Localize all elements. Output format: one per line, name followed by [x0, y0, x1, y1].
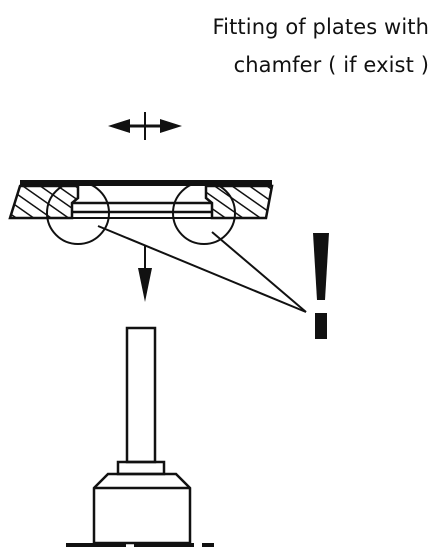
horizontal-double-arrow-icon — [108, 112, 182, 140]
exclamation-icon — [313, 233, 329, 339]
chamfer-detail-circle-left — [46, 181, 110, 245]
plate-cross-section — [8, 180, 274, 220]
diagram-caption: Fitting of plates with chamfer ( if exis… — [169, 8, 429, 84]
leader-line-right — [211, 231, 307, 313]
caption-line-2: chamfer ( if exist ) — [233, 53, 429, 77]
chamfer-detail-circle-right — [172, 181, 236, 245]
down-arrow-icon — [138, 246, 152, 302]
caption-line-1: Fitting of plates with — [212, 15, 429, 39]
leader-line-left — [97, 225, 307, 313]
punch-tool — [92, 326, 192, 545]
